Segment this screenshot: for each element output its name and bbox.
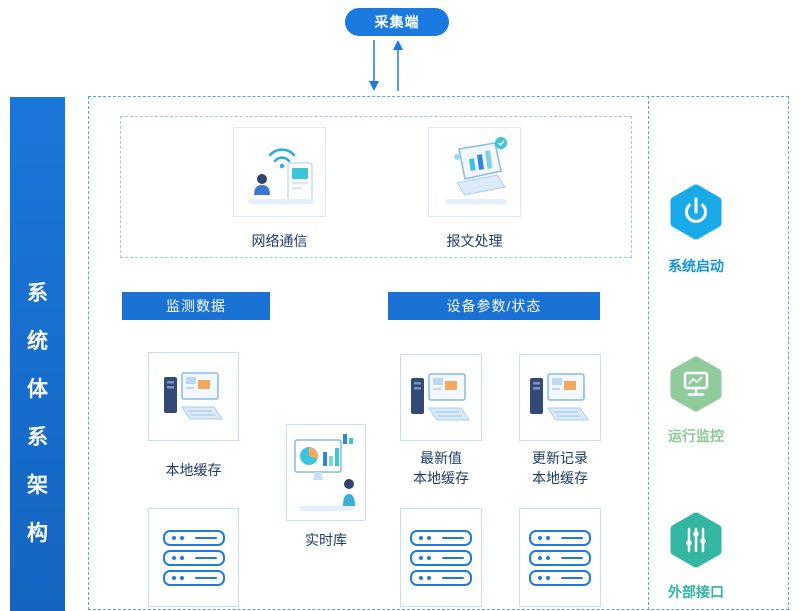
local-cache-db-card xyxy=(148,508,239,607)
message-processing-label: 报文处理 xyxy=(446,233,503,249)
network-comm-card xyxy=(233,127,326,217)
realtime-db-card xyxy=(286,424,366,521)
network-comm-label: 网络通信 xyxy=(251,233,308,249)
system-startup-label: 系统启动 xyxy=(668,258,724,274)
workstation-icon xyxy=(530,372,589,420)
rail-divider xyxy=(648,96,649,610)
network-communication-icon xyxy=(247,148,314,204)
vertical-title-bar: 系 统 体 系 架 构 xyxy=(10,97,65,611)
title-char: 架 xyxy=(27,473,48,497)
local-cache-card xyxy=(148,352,239,441)
workstation-icon xyxy=(163,371,223,419)
latest-cache-label: 最新值 本地缓存 xyxy=(400,448,482,488)
monitor-data-header: 监测数据 xyxy=(122,292,270,320)
title-char: 体 xyxy=(27,377,48,401)
workstation-icon xyxy=(411,372,470,420)
title-char: 系 xyxy=(27,281,48,305)
sliders-icon xyxy=(670,512,722,568)
title-char: 构 xyxy=(27,521,48,545)
server-icon xyxy=(529,529,591,586)
collector-node: 采集端 xyxy=(345,8,449,36)
communication-section xyxy=(120,116,632,258)
latest-cache-line2: 本地缓存 xyxy=(413,470,469,486)
update-cache-label: 更新记录 本地缓存 xyxy=(519,448,601,488)
device-status-header: 设备参数/状态 xyxy=(388,292,600,320)
latest-cache-card xyxy=(400,354,482,441)
operation-monitoring-label: 运行监控 xyxy=(668,428,724,444)
realtime-dashboard-icon xyxy=(294,433,355,511)
external-interface-label: 外部接口 xyxy=(668,584,724,600)
update-cache-card xyxy=(519,354,601,441)
bidirectional-arrows-icon xyxy=(369,40,403,91)
update-cache-db-card xyxy=(519,508,601,607)
latest-cache-line1: 最新值 xyxy=(420,450,462,466)
update-cache-line1: 更新记录 xyxy=(532,450,588,466)
local-cache-label: 本地缓存 xyxy=(165,462,222,478)
server-icon xyxy=(162,529,225,586)
title-char: 系 xyxy=(27,425,48,449)
monitor-icon xyxy=(670,356,722,412)
update-cache-line2: 本地缓存 xyxy=(532,470,588,486)
realtime-db-label: 实时库 xyxy=(305,532,347,548)
power-icon xyxy=(670,184,722,240)
message-processing-card xyxy=(428,127,521,217)
latest-cache-db-card xyxy=(400,508,482,607)
title-char: 统 xyxy=(27,329,48,353)
message-processing-icon xyxy=(444,137,507,204)
system-boundary xyxy=(88,96,789,610)
server-icon xyxy=(410,529,472,586)
